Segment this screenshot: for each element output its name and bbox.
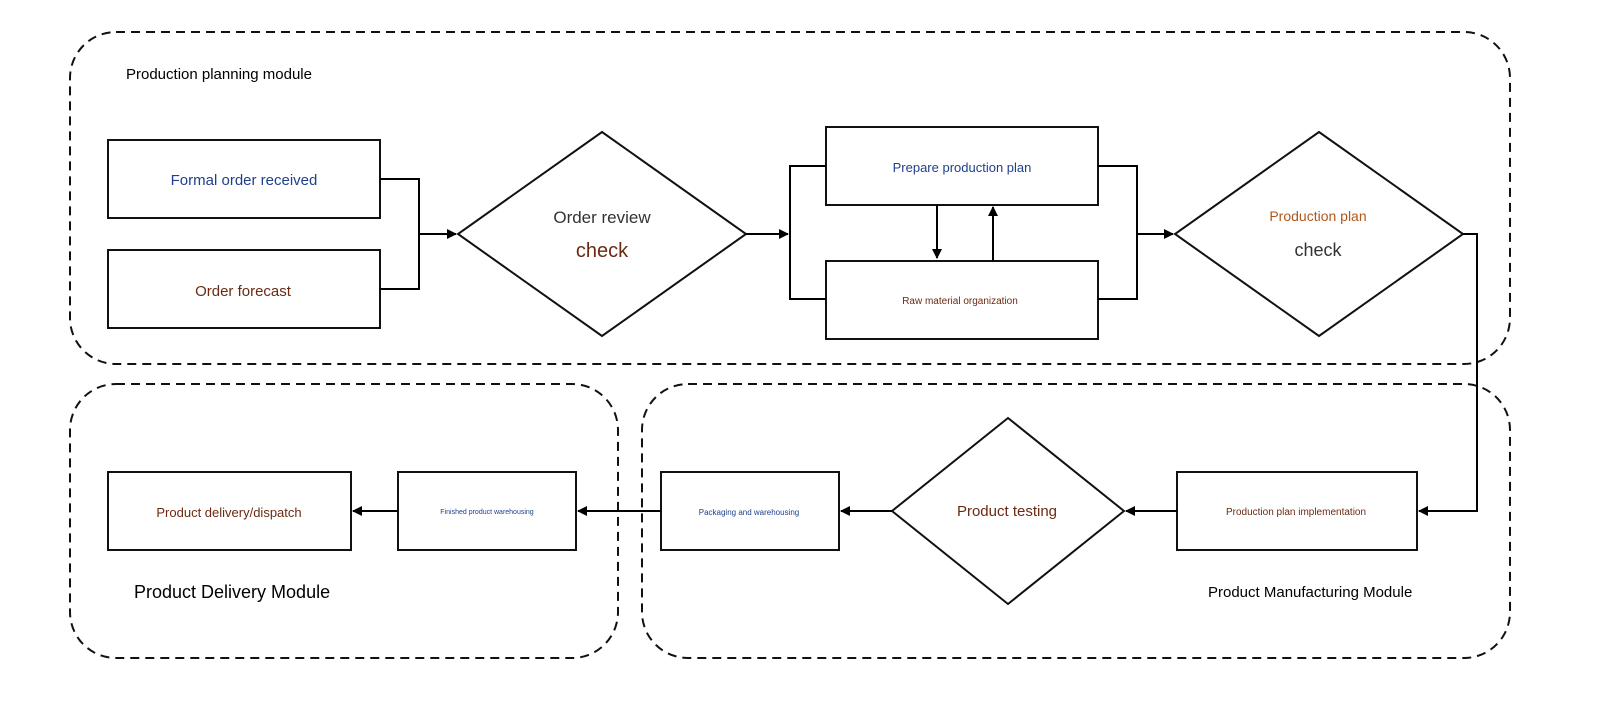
product-manufacturing-module-frame — [641, 383, 1511, 659]
production-plan-check-label: Production plan — [1269, 208, 1366, 224]
planning-group-right-bracket — [1098, 165, 1138, 300]
production-planning-module-title: Production planning module — [126, 66, 312, 83]
raw-material-organization-box — [825, 260, 1099, 340]
arrow-check-to-implementation — [1418, 233, 1478, 516]
order-inputs-merge-connector — [380, 178, 420, 290]
production-plan-check-check-label: check — [1294, 240, 1342, 260]
order-review-check-label: check — [576, 240, 629, 262]
production-planning-module-frame — [69, 31, 1511, 365]
order-forecast-box — [107, 249, 381, 329]
formal-order-received-box — [107, 139, 381, 219]
product-delivery-dispatch-box — [107, 471, 352, 551]
prepare-production-plan-box — [825, 126, 1099, 206]
product-delivery-module-title: Product Delivery Module — [134, 582, 330, 602]
finished-product-warehousing-box — [397, 471, 577, 551]
planning-group-left-bracket — [789, 165, 826, 300]
product-delivery-dispatch-label: Product delivery/dispatch — [156, 505, 301, 520]
order-review-label: Order review — [553, 208, 651, 227]
product-testing-label: Product testing — [957, 503, 1057, 520]
production-plan-check-diamond — [1173, 130, 1465, 338]
product-delivery-module-frame — [69, 383, 619, 659]
packaging-and-warehousing-label: Packaging and warehousing — [699, 508, 800, 517]
finished-product-warehousing-label: Finished product warehousing — [440, 509, 533, 516]
production-plan-implementation-label: Production plan implementation — [1226, 507, 1366, 518]
formal-order-received-label: Formal order received — [171, 172, 318, 189]
product-manufacturing-module-title: Product Manufacturing Module — [1208, 584, 1412, 601]
raw-material-organization-label: Raw material organization — [902, 296, 1018, 307]
product-testing-diamond — [890, 416, 1126, 606]
order-forecast-label: Order forecast — [195, 283, 292, 300]
order-review-diamond — [456, 130, 748, 338]
prepare-production-plan-label: Prepare production plan — [893, 160, 1032, 175]
